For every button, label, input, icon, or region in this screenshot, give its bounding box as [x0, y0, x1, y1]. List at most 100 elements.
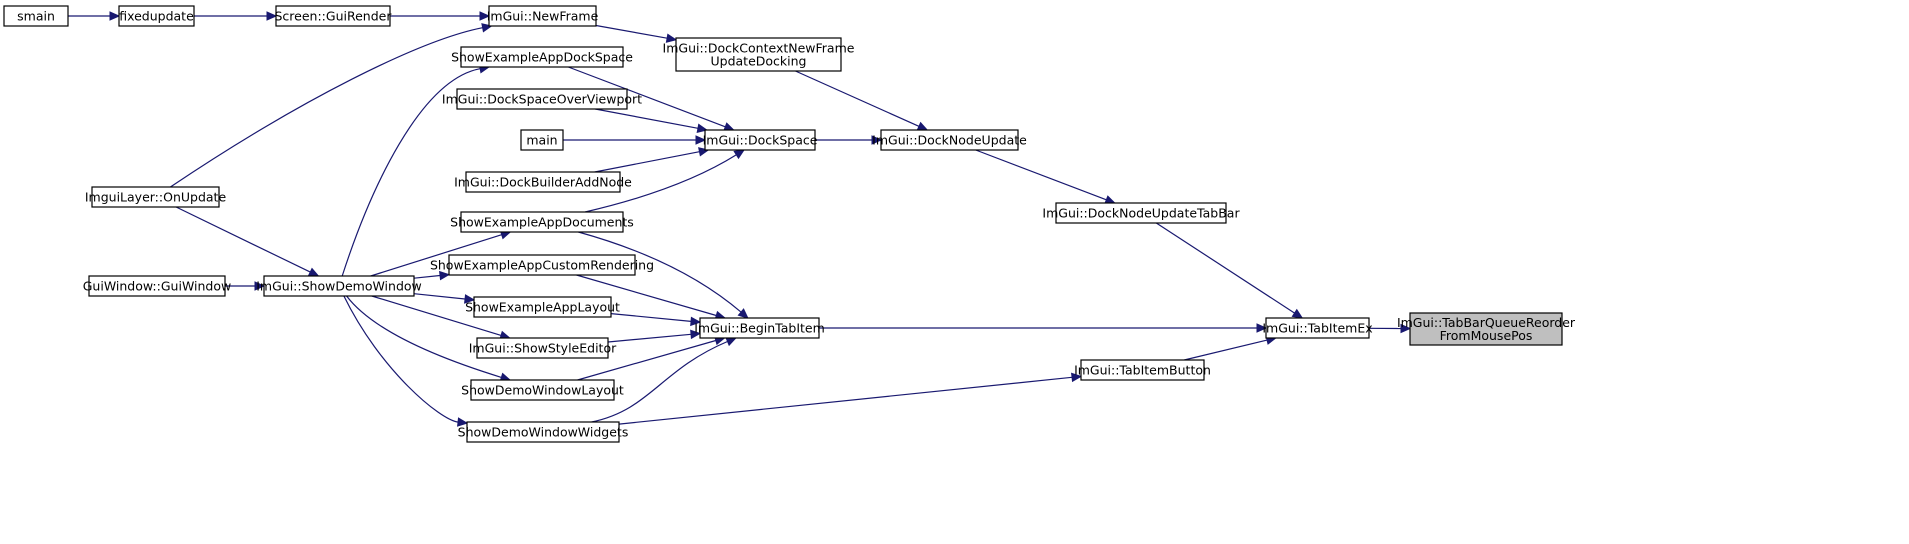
node-box-imgui_newframe — [488, 5, 597, 27]
node-box-customrendering — [448, 254, 636, 276]
node-fixedupdate[interactable]: fixedupdate — [118, 5, 195, 27]
node-label-imguilayer_onupdate-line-0: ImguiLayer::OnUpdate — [85, 189, 227, 204]
arrowhead-screen_guirender-to-imgui_newframe — [479, 11, 491, 21]
arrowhead-tabitemex-to-tabbarqueue — [1400, 323, 1412, 334]
node-label-begintabitem-line-0: ImGui::BeginTabItem — [694, 320, 825, 335]
edge-showdemowindowwidgets-to-tabitembutton — [618, 376, 1073, 425]
edge-showdemowindow-to-showdemowindowwidgets — [343, 295, 459, 423]
node-box-tabbarqueue — [1409, 312, 1563, 346]
node-begintabitem[interactable]: ImGui::BeginTabItem — [694, 317, 825, 339]
edge-showdemowindow-to-showexampleappdocuments — [370, 234, 502, 277]
node-box-showdemowindowwidgets — [466, 421, 620, 443]
edge-imguilayer_onupdate-to-imgui_newframe — [170, 27, 483, 188]
node-main[interactable]: main — [520, 129, 564, 151]
edge-dockcontext-to-docknodeupdate — [795, 70, 920, 127]
arrowhead-imgui_dockspace-to-docknodeupdate — [871, 135, 883, 145]
node-tabitembutton[interactable]: ImGui::TabItemButton — [1074, 359, 1211, 381]
node-imgui_newframe[interactable]: ImGui::NewFrame — [487, 5, 599, 27]
node-customrendering[interactable]: ShowExampleAppCustomRendering — [430, 254, 654, 276]
node-box-imgui_dockspace — [704, 129, 816, 151]
node-docknodeupdatetabbar[interactable]: ImGui::DockNodeUpdateTabBar — [1042, 202, 1240, 224]
node-showstyleeditor[interactable]: ImGui::ShowStyleEditor — [469, 337, 617, 359]
node-box-showdemowindowlayout — [470, 379, 615, 401]
node-box-showdemowindow — [263, 275, 415, 297]
arrowhead-showexampleappdockspace-to-imgui_dockspace — [723, 122, 735, 132]
node-label-showexampleappdockspace-line-0: ShowExampleAppDockSpace — [451, 49, 633, 64]
node-box-screen_guirender — [275, 5, 391, 27]
node-label-imgui_dockspace-line-0: ImGui::DockSpace — [703, 132, 818, 147]
edge-tabitembutton-to-tabitemex — [1184, 339, 1268, 361]
node-label-showdemowindowwidgets-line-0: ShowDemoWindowWidgets — [458, 424, 629, 439]
edges-layer — [68, 11, 1412, 427]
node-label-dockcontext-line-0: ImGui::DockContextNewFrame — [663, 40, 855, 55]
node-showexampleappdocuments[interactable]: ShowExampleAppDocuments — [450, 211, 634, 233]
arrowhead-main-to-imgui_dockspace — [695, 135, 707, 145]
node-box-guiwindow — [88, 275, 226, 297]
arrowhead-showdemowindowwidgets-to-begintabitem — [725, 337, 737, 347]
node-box-dockspaceoverviewport — [456, 88, 628, 110]
arrowhead-guiwindow-to-showdemowindow — [254, 281, 266, 291]
node-box-imguilayer_onupdate — [91, 186, 220, 208]
node-appLayout[interactable]: ShowExampleAppLayout — [465, 296, 620, 318]
node-screen_guirender[interactable]: Screen::GuiRender — [275, 5, 393, 27]
node-showdemowindowlayout[interactable]: ShowDemoWindowLayout — [461, 379, 624, 401]
node-label-smain-line-0: smain — [17, 8, 55, 23]
node-imguilayer_onupdate[interactable]: ImguiLayer::OnUpdate — [85, 186, 227, 208]
node-box-dockbuilderaddnode — [465, 171, 621, 193]
arrowhead-showdemowindow-to-showdemowindowwidgets — [457, 417, 469, 427]
node-showdemowindow[interactable]: ImGui::ShowDemoWindow — [256, 275, 422, 297]
node-label-tabbarqueue-line-1: FromMousePos — [1440, 328, 1533, 343]
node-box-showstyleeditor — [476, 337, 609, 359]
node-label-imgui_newframe-line-0: ImGui::NewFrame — [487, 8, 599, 23]
node-guiwindow[interactable]: GuiWindow::GuiWindow — [83, 275, 231, 297]
arrowhead-begintabitem-to-tabitemex — [1256, 323, 1268, 333]
edge-showstyleeditor-to-begintabitem — [607, 333, 692, 343]
node-box-smain — [3, 5, 69, 27]
arrowhead-fixedupdate-to-screen_guirender — [266, 11, 278, 21]
node-label-tabbarqueue-line-0: ImGui::TabBarQueueReorder — [1397, 315, 1576, 330]
edge-showexampleappdocuments-to-begintabitem — [578, 231, 742, 313]
node-dockbuilderaddnode[interactable]: ImGui::DockBuilderAddNode — [454, 171, 632, 193]
node-showexampleappdockspace[interactable]: ShowExampleAppDockSpace — [451, 46, 633, 68]
arrowhead-imguilayer_onupdate-to-showdemowindow — [307, 267, 320, 277]
node-box-main — [520, 129, 564, 151]
node-label-screen_guirender-line-0: Screen::GuiRender — [275, 8, 393, 23]
node-label-showstyleeditor-line-0: ImGui::ShowStyleEditor — [469, 340, 617, 355]
node-label-dockspaceoverviewport-line-0: ImGui::DockSpaceOverViewport — [442, 91, 642, 106]
node-label-showdemowindow-line-0: ImGui::ShowDemoWindow — [256, 278, 422, 293]
arrowhead-dockcontext-to-docknodeupdate — [916, 121, 929, 131]
edge-docknodeupdatetabbar-to-tabitemex — [1155, 222, 1295, 314]
node-label-docknodeupdatetabbar-line-0: ImGui::DockNodeUpdateTabBar — [1042, 205, 1240, 220]
node-box-docknodeupdate — [880, 129, 1019, 151]
edge-showdemowindow-to-showexampleappdockspace — [341, 68, 481, 277]
edge-imguilayer_onupdate-to-showdemowindow — [175, 206, 311, 273]
node-label-showdemowindowlayout-line-0: ShowDemoWindowLayout — [461, 382, 624, 397]
node-box-fixedupdate — [118, 5, 195, 27]
node-box-dockcontext — [675, 37, 842, 72]
arrowhead-showstyleeditor-to-begintabitem — [690, 329, 702, 340]
node-label-main-line-0: main — [526, 132, 557, 147]
arrowhead-showexampleappdocuments-to-begintabitem — [737, 308, 749, 319]
node-tabitemex[interactable]: ImGui::TabItemEx — [1262, 317, 1373, 339]
node-label-appLayout-line-0: ShowExampleAppLayout — [465, 299, 620, 314]
node-box-appLayout — [473, 296, 612, 318]
node-docknodeupdate[interactable]: ImGui::DockNodeUpdate — [872, 129, 1027, 151]
node-showdemowindowwidgets[interactable]: ShowDemoWindowWidgets — [458, 421, 629, 443]
arrowhead-appLayout-to-begintabitem — [690, 316, 702, 327]
node-label-docknodeupdate-line-0: ImGui::DockNodeUpdate — [872, 132, 1027, 147]
arrowhead-showdemowindow-to-customrendering — [439, 270, 451, 281]
edge-showdemowindow-to-customrendering — [413, 274, 441, 279]
node-label-showexampleappdocuments-line-0: ShowExampleAppDocuments — [450, 214, 634, 229]
arrowhead-showdemowindow-to-appLayout — [464, 294, 476, 304]
node-label-customrendering-line-0: ShowExampleAppCustomRendering — [430, 257, 654, 272]
edge-dockbuilderaddnode-to-imgui_dockspace — [594, 151, 700, 173]
node-box-tabitemex — [1265, 317, 1370, 339]
edge-showexampleappdockspace-to-imgui_dockspace — [568, 66, 726, 128]
node-dockspaceoverviewport[interactable]: ImGui::DockSpaceOverViewport — [442, 88, 642, 110]
arrowhead-imgui_newframe-to-dockcontext — [665, 33, 678, 43]
node-smain[interactable]: smain — [3, 5, 69, 27]
node-box-showexampleappdockspace — [460, 46, 624, 68]
node-imgui_dockspace[interactable]: ImGui::DockSpace — [703, 129, 818, 151]
